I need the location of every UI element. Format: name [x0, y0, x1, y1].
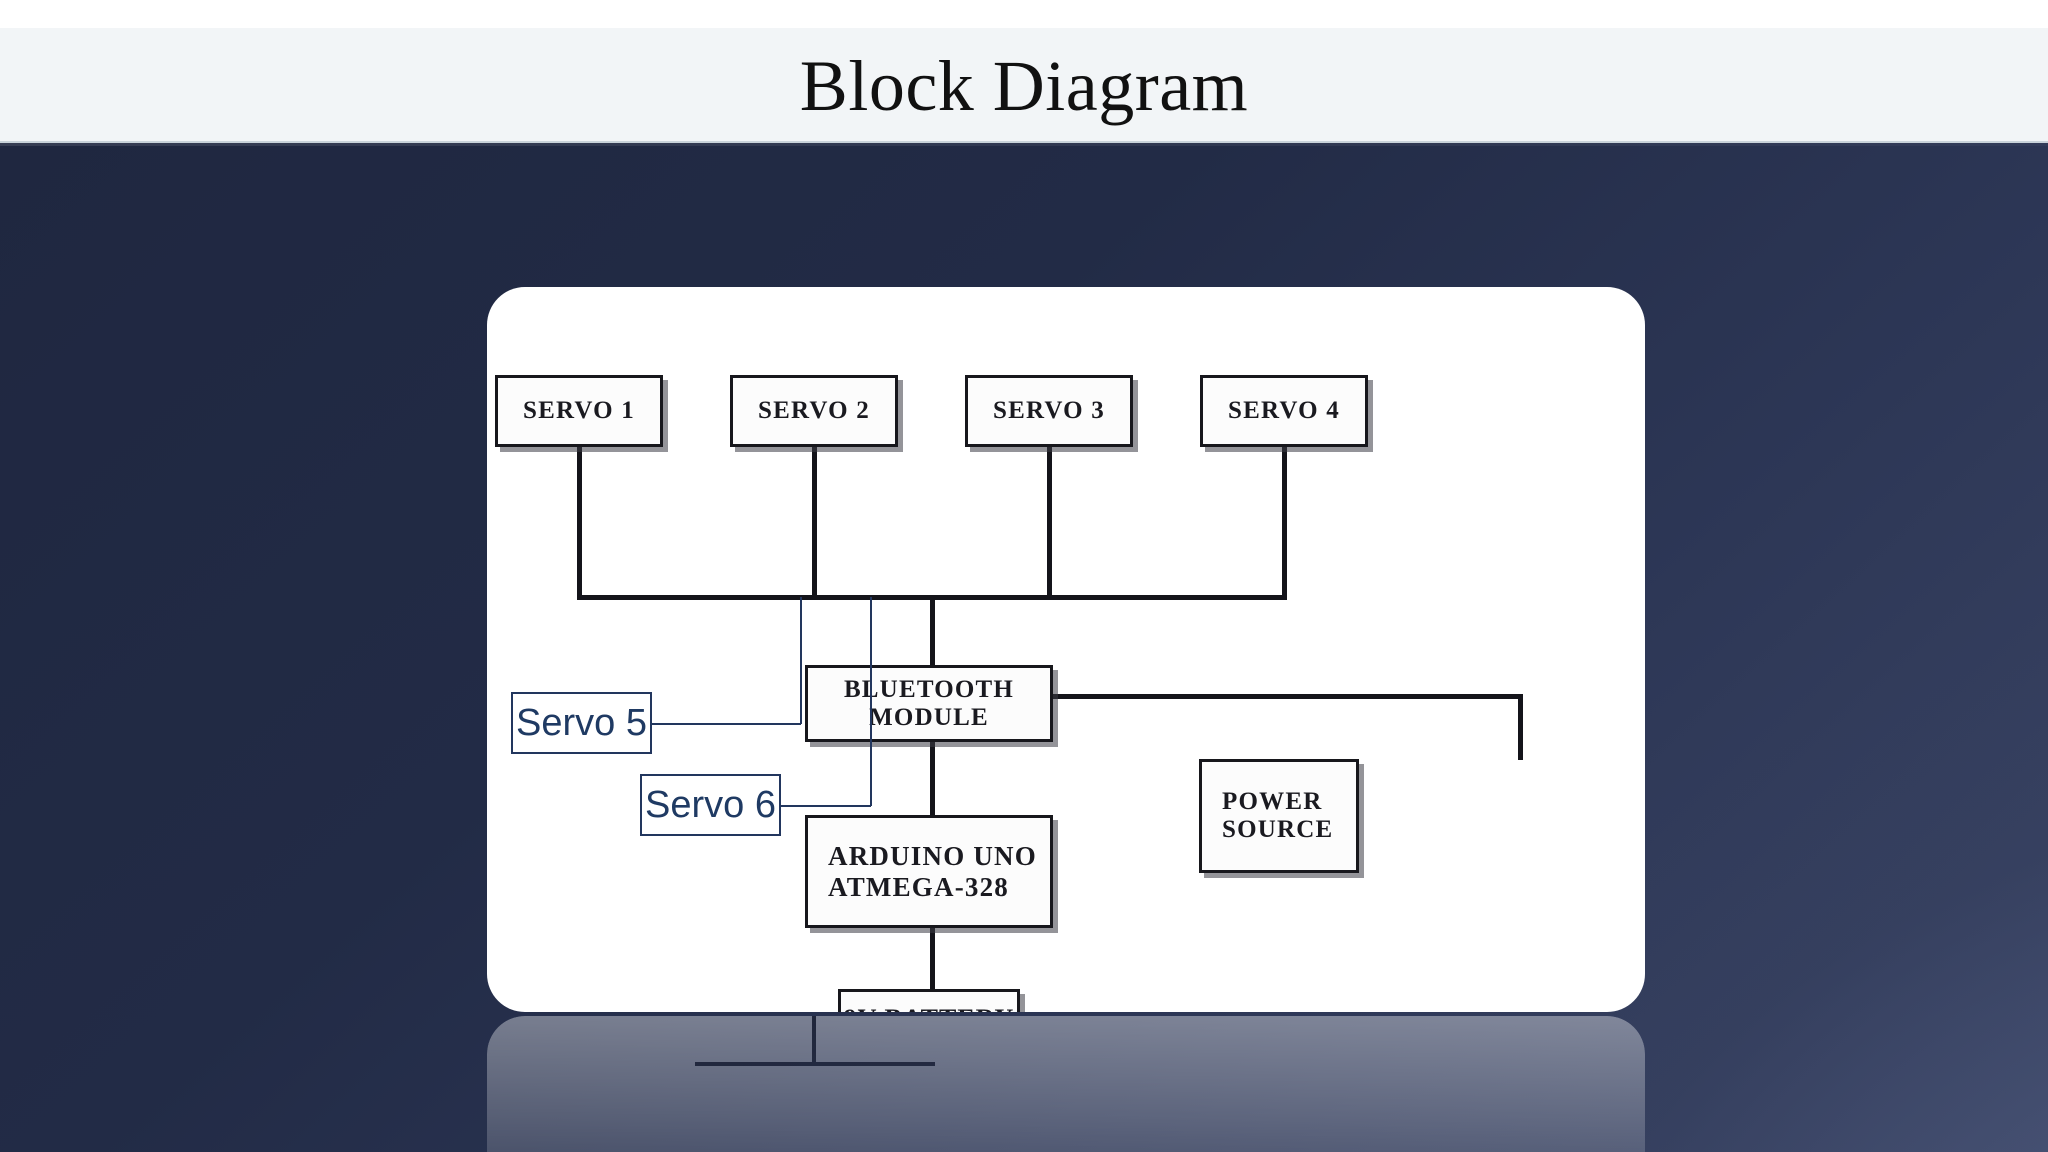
block-bluetooth-line1: BLUETOOTH	[843, 675, 1015, 703]
block-servo-4[interactable]: SERVO 4	[1200, 375, 1368, 447]
callout-servo-5[interactable]: Servo 5	[511, 692, 652, 754]
slide-header: Block Diagram	[0, 28, 2048, 143]
block-diagram-card: SERVO 1 SERVO 2 SERVO 3 SERVO 4 BLUETOOT…	[487, 287, 1645, 1012]
wire-bluetooth-to-power-v	[1518, 694, 1523, 760]
block-9v-battery[interactable]: 9V BATTERY	[838, 989, 1020, 1012]
wire-bluetooth-to-power-h	[1047, 694, 1523, 699]
wire-servo5-lead	[652, 723, 801, 725]
block-battery-label: 9V BATTERY	[844, 1004, 1015, 1012]
top-white-strip	[0, 0, 2048, 28]
callout-servo-5-label: Servo 5	[516, 701, 647, 744]
callout-servo-6[interactable]: Servo 6	[640, 774, 781, 836]
reflection-wire-arduino-bottom	[695, 1062, 935, 1066]
block-arduino-line2: ATMEGA-328	[828, 871, 1009, 902]
block-power-line2: SOURCE	[1222, 816, 1334, 843]
wire-servo5-riser	[800, 597, 802, 724]
wire-servo6-lead	[765, 805, 871, 807]
block-servo-1-label: SERVO 1	[523, 397, 635, 424]
page-title: Block Diagram	[799, 45, 1249, 126]
wire-servo2-down	[812, 447, 817, 600]
block-bluetooth-module[interactable]: BLUETOOTH MODULE	[805, 665, 1053, 742]
block-servo-2-label: SERVO 2	[758, 397, 870, 424]
callout-servo-6-label: Servo 6	[645, 783, 776, 826]
block-servo-2[interactable]: SERVO 2	[730, 375, 898, 447]
slide-body-background: 9V BATTERY	[0, 143, 2048, 1152]
wire-servo6-riser	[870, 597, 872, 806]
wire-servo3-down	[1047, 447, 1052, 600]
block-servo-1[interactable]: SERVO 1	[495, 375, 663, 447]
block-power-source[interactable]: POWER SOURCE	[1199, 759, 1359, 873]
card-reflection: 9V BATTERY	[487, 1016, 1645, 1152]
wire-bluetooth-to-arduino	[930, 742, 935, 817]
wire-servo4-down	[1282, 447, 1287, 600]
block-servo-3-label: SERVO 3	[993, 397, 1105, 424]
block-arduino-line1: ARDUINO UNO	[828, 841, 1037, 872]
block-servo-4-label: SERVO 4	[1228, 397, 1340, 424]
reflection-wire-arduino-battery	[812, 1016, 816, 1062]
block-arduino-uno[interactable]: ARDUINO UNO ATMEGA-328	[805, 815, 1053, 928]
block-servo-3[interactable]: SERVO 3	[965, 375, 1133, 447]
wire-bus-to-bluetooth	[930, 595, 935, 667]
block-power-line1: POWER	[1222, 788, 1323, 815]
wire-arduino-to-battery	[930, 927, 935, 1005]
block-bluetooth-line2: MODULE	[869, 703, 989, 731]
wire-servo1-down	[577, 447, 582, 600]
